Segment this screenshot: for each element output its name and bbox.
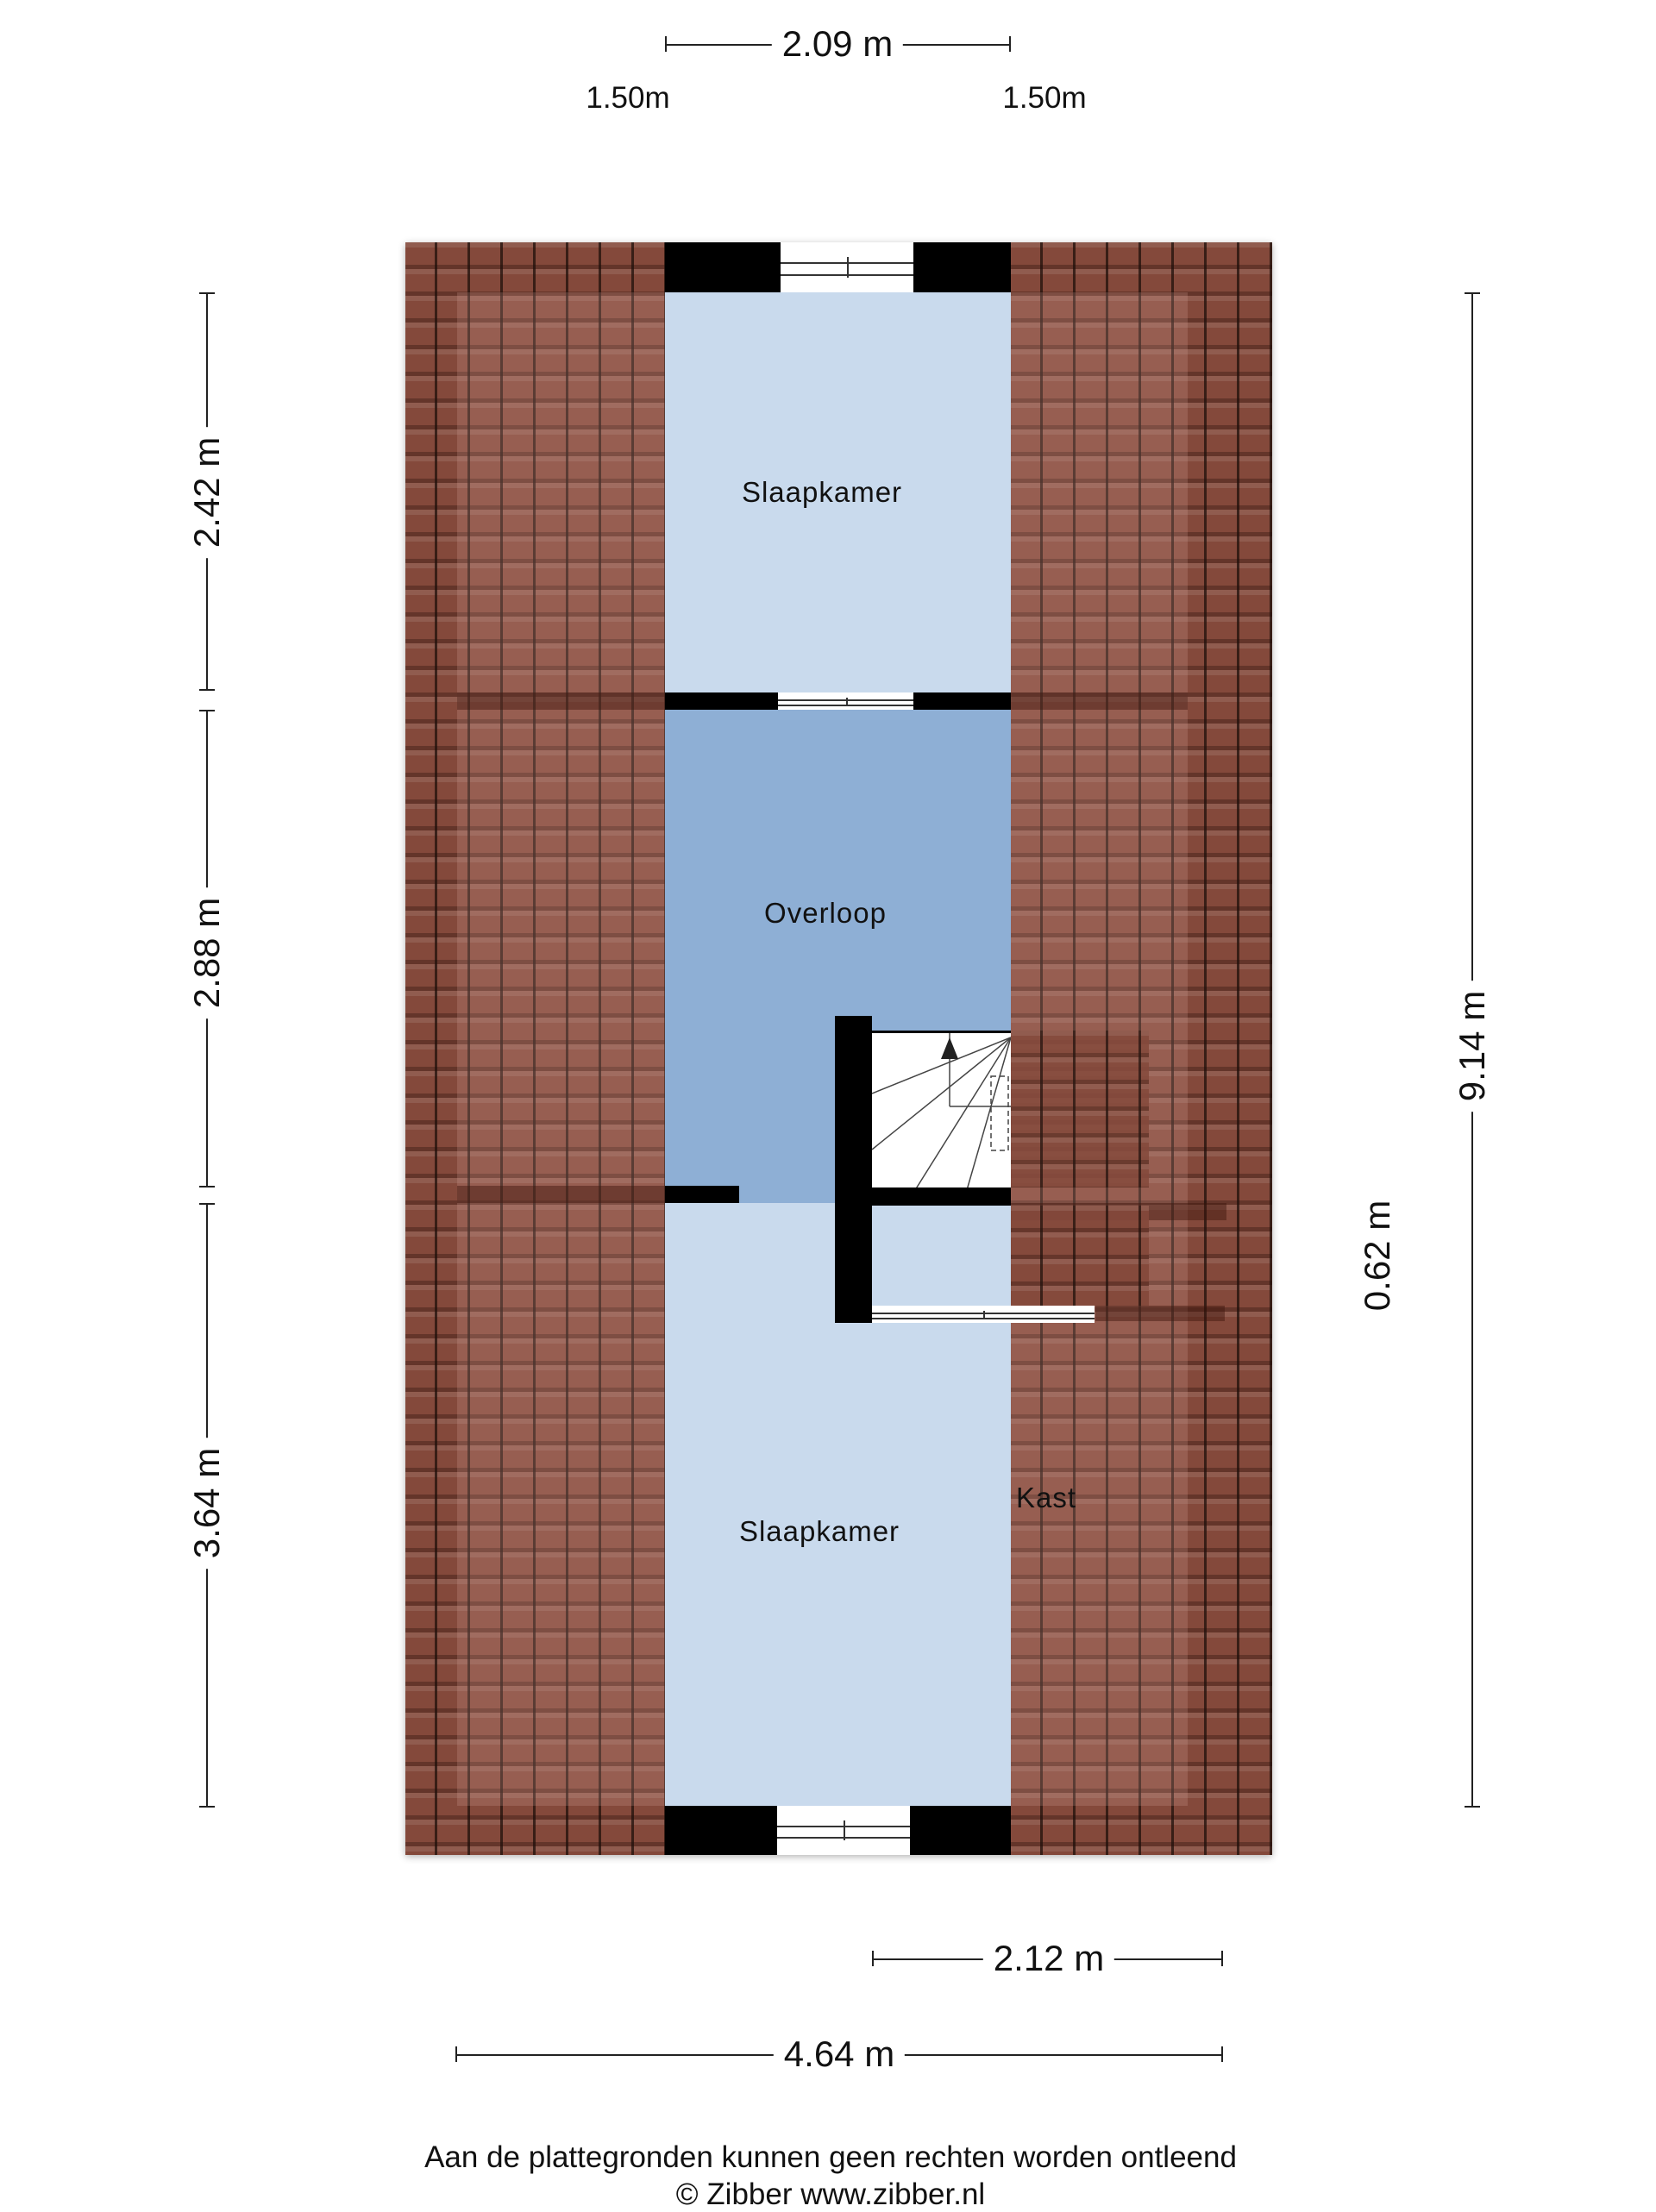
roof-left [405, 242, 665, 1855]
disclaimer-text: Aan de plattegronden kunnen geen rechten… [424, 2140, 1237, 2174]
floor-plan: Slaapkamer Overloop Slaapkamer Kas [405, 242, 1272, 1855]
dim-tick [199, 1203, 215, 1205]
right-knee-height-label: 1.50m [1002, 81, 1087, 115]
dim-tick [199, 1806, 215, 1808]
roof-band [1011, 692, 1188, 710]
roof-inner-left [457, 292, 665, 1806]
kast-depth-dim-label: 0.62 m [1357, 1189, 1398, 1322]
room-label-slaapkamer-top: Slaapkamer [741, 476, 903, 508]
room-label-kast: Kast [1016, 1482, 1077, 1513]
dim-tick [1221, 2046, 1223, 2062]
room-label-slaapkamer-bottom: Slaapkamer [738, 1515, 900, 1547]
dim-tick [455, 2046, 457, 2062]
window [781, 242, 913, 292]
dim-tick [199, 1186, 215, 1187]
wall [835, 1016, 872, 1323]
left-dim-label-1: 2.42 m [186, 426, 228, 559]
wall [665, 242, 781, 292]
roof-right-overlay [1011, 1206, 1149, 1306]
dim-tick [199, 292, 215, 294]
staircase [872, 1031, 1011, 1190]
dim-tick [1465, 292, 1480, 294]
left-knee-height-label: 1.50m [586, 81, 670, 115]
right-total-dim-label: 9.14 m [1452, 980, 1493, 1112]
left-dim-label-2: 2.88 m [186, 887, 228, 1019]
dim-tick [665, 36, 667, 52]
left-dim-label-3: 3.64 m [186, 1437, 228, 1570]
wall [665, 1806, 777, 1855]
wall [665, 1186, 739, 1203]
room-slaapkamer-top [665, 292, 1011, 692]
wall [913, 692, 1011, 710]
room-label-overloop: Overloop [764, 897, 887, 929]
roof-band [457, 1186, 665, 1203]
wall [872, 1187, 1011, 1206]
top-width-dim-label: 2.09 m [771, 23, 904, 65]
bottom-partial-dim-label: 2.12 m [982, 1938, 1115, 1979]
roof-right-overlay [1011, 1031, 1149, 1187]
window [778, 692, 913, 710]
window [777, 1806, 910, 1855]
copyright-text: © Zibber www.zibber.nl [675, 2178, 986, 2211]
dim-tick [1009, 36, 1011, 52]
wall [665, 692, 778, 710]
dim-tick [1465, 1806, 1480, 1808]
stair-steps-icon [872, 1033, 1011, 1190]
dim-tick [872, 1951, 874, 1966]
room-kast [872, 1206, 1011, 1306]
roof-band [457, 692, 665, 710]
dim-tick [199, 689, 215, 691]
wall [910, 1806, 1011, 1855]
dim-tick [199, 710, 215, 711]
bottom-total-dim-label: 4.64 m [773, 2033, 906, 2075]
window [872, 1306, 1095, 1323]
dim-tick [1221, 1951, 1223, 1966]
wall [913, 242, 1011, 292]
roof-band [1095, 1306, 1225, 1321]
